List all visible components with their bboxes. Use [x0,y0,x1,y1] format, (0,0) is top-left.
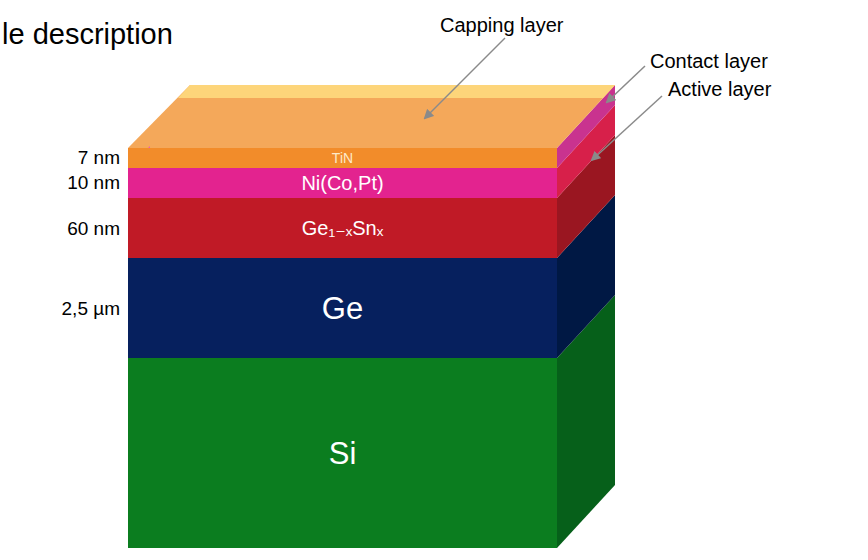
layer-name: Si [329,438,357,469]
dimension: 2,5 µm [62,298,120,320]
active-layer: Ge₁₋ₓSnₓ [128,198,557,258]
leader-arrow [607,66,645,102]
layer-name: Ge [322,293,363,324]
contact-layer: Ni(Co,Pt) [128,168,557,198]
dimension: 60 nm [67,218,120,240]
leader-arrow [592,96,662,160]
callout-label: Active layer [668,78,771,101]
ge-layer: Ge [128,258,557,358]
leader-arrow [425,38,505,118]
callout-label: Capping layer [440,14,563,37]
title: le description [2,18,173,51]
layer-name: Ge₁₋ₓSnₓ [302,218,384,238]
si-substrate: Si [128,358,557,548]
dimension: 10 nm [67,172,120,194]
callout-label: Contact layer [650,50,768,73]
layer-name: TiN [332,151,353,165]
capping-layer: TiN [128,148,557,168]
top-face-edge [178,85,615,98]
layer-name: Ni(Co,Pt) [301,173,383,193]
top-face [128,85,615,148]
dimension: 7 nm [78,147,120,169]
